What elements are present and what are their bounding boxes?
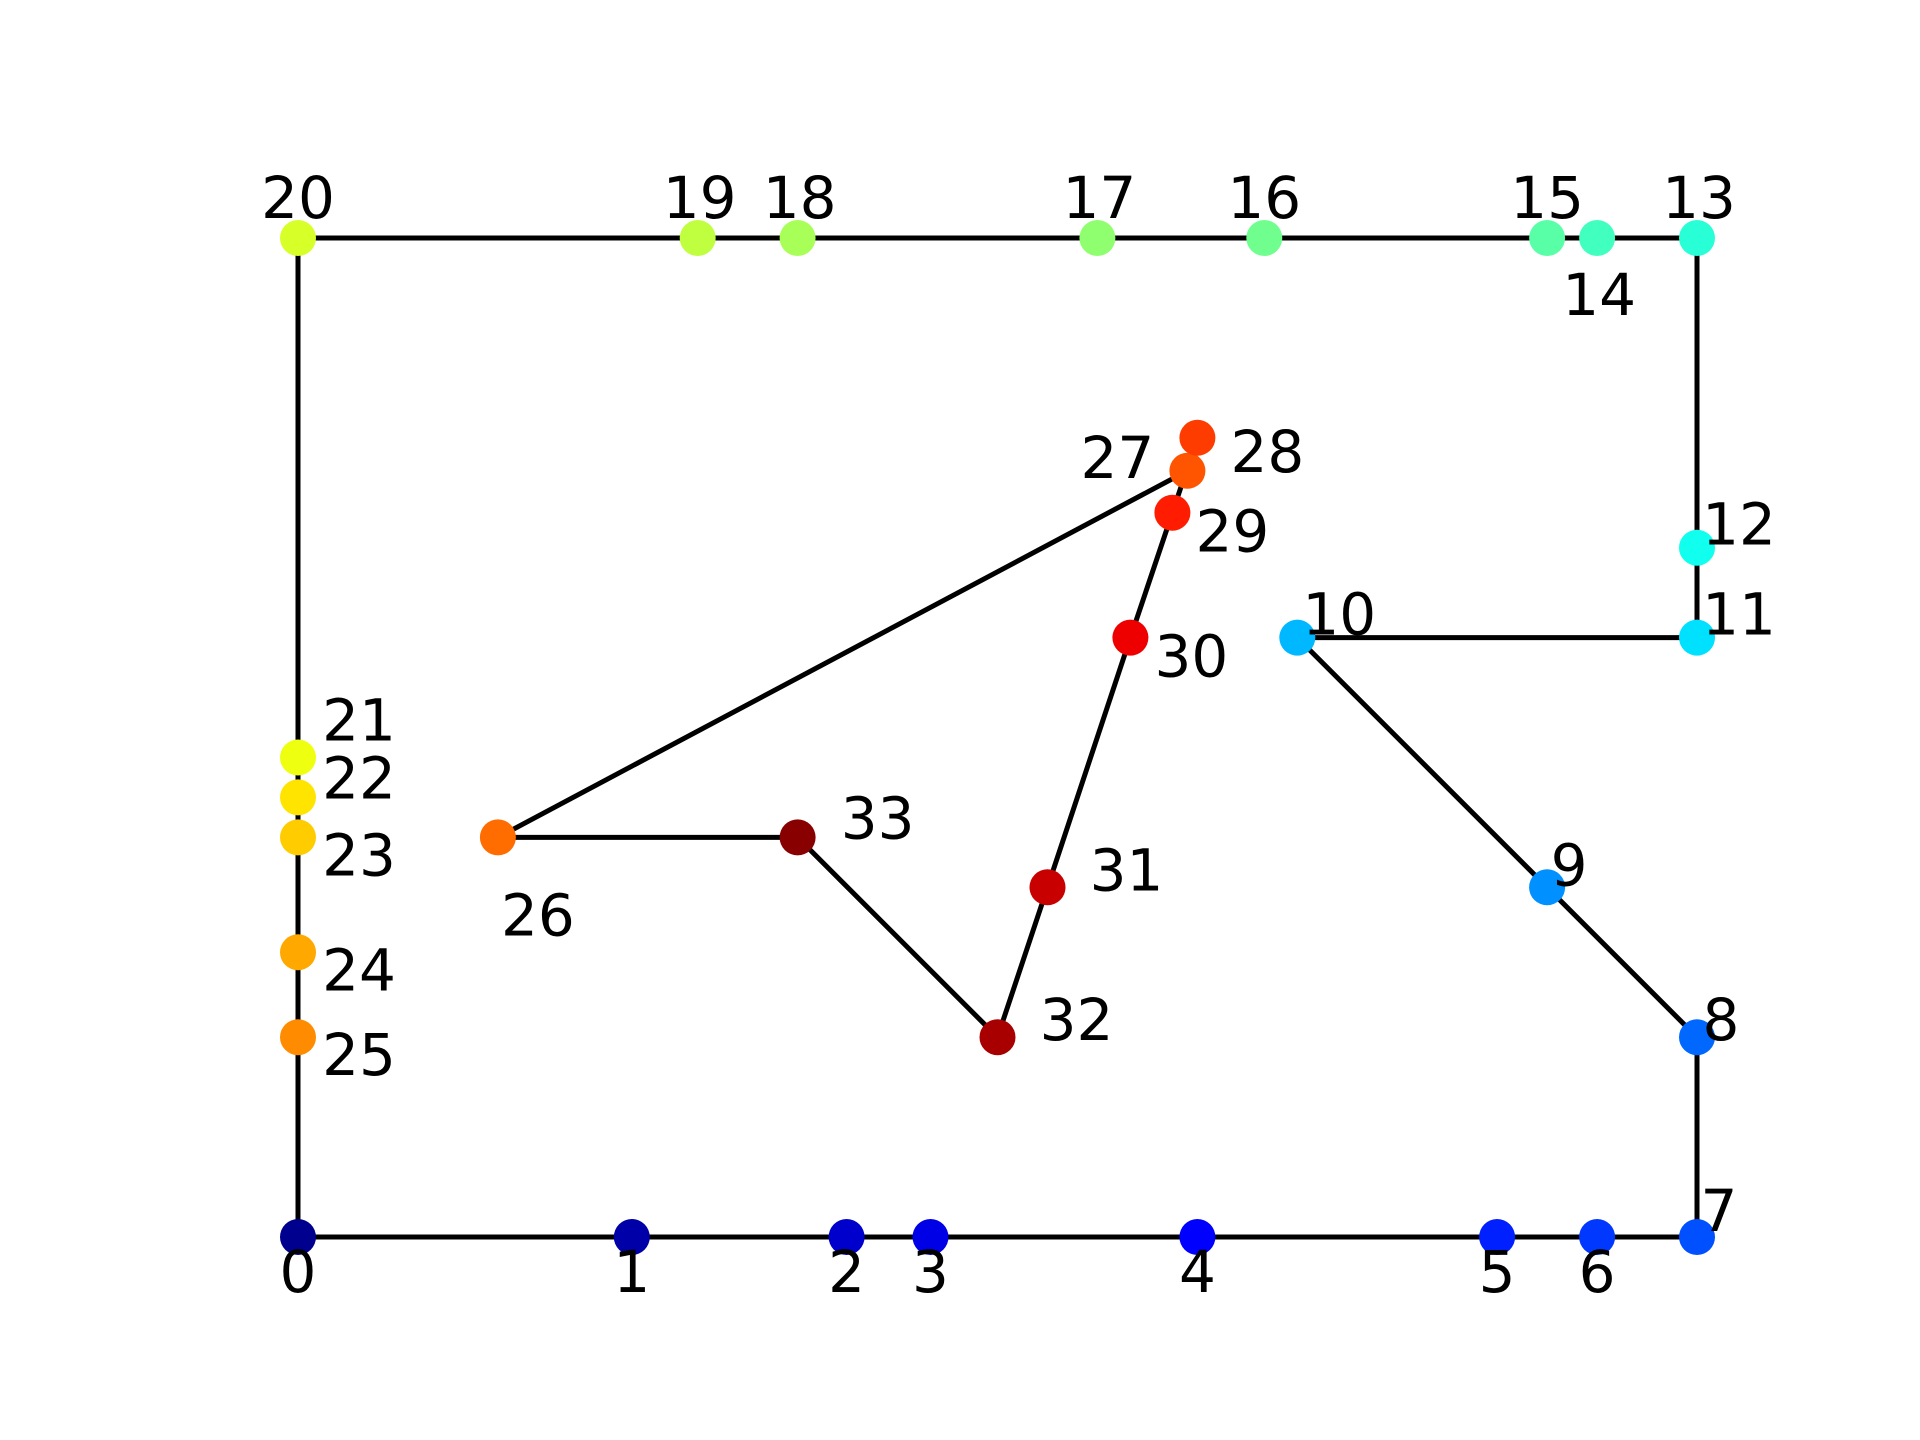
node-marker-25 [280,1019,316,1056]
node-marker-17 [1079,220,1116,256]
node-marker-27 [1169,452,1206,489]
node-label-21: 21 [322,687,396,755]
node-marker-10 [1279,619,1316,656]
node-marker-11 [1679,619,1715,656]
node-label-8: 8 [1703,986,1740,1054]
node-label-22: 22 [322,744,396,812]
node-label-12: 12 [1702,491,1776,559]
node-label-32: 32 [1040,986,1114,1054]
node-marker-26 [479,819,516,856]
node-marker-18 [779,220,816,256]
node-label-1: 1 [613,1238,650,1306]
node-marker-12 [1679,529,1715,566]
node-label-17: 17 [1062,164,1136,232]
node-marker-16 [1246,220,1283,256]
node-marker-8 [1679,1019,1715,1056]
node-marker-24 [280,934,316,971]
node-label-19: 19 [663,164,737,232]
node-label-26: 26 [501,881,575,949]
node-marker-33 [779,819,816,856]
node-marker-20 [280,220,316,256]
node-marker-2 [828,1219,865,1255]
node-marker-1 [613,1219,650,1255]
node-label-16: 16 [1227,164,1301,232]
node-marker-6 [1579,1219,1616,1255]
node-label-7: 7 [1701,1177,1738,1245]
node-label-0: 0 [280,1238,317,1306]
node-label-27: 27 [1080,424,1154,492]
node-marker-21 [280,739,316,776]
node-marker-30 [1112,619,1149,656]
node-marker-4 [1179,1219,1216,1255]
node-marker-14 [1579,220,1616,256]
node-label-2: 2 [828,1238,865,1306]
node-marker-3 [912,1219,949,1255]
node-label-14: 14 [1562,261,1636,329]
node-label-29: 29 [1195,498,1269,566]
node-label-28: 28 [1230,418,1304,486]
node-marker-32 [979,1019,1016,1056]
node-label-30: 30 [1154,623,1228,691]
node-marker-31 [1029,869,1066,906]
node-marker-9 [1529,869,1566,906]
node-label-18: 18 [763,164,837,232]
node-label-25: 25 [322,1021,396,1089]
node-label-24: 24 [322,936,396,1004]
node-markers [280,220,1715,1255]
node-marker-19 [679,220,716,256]
node-marker-15 [1529,220,1566,256]
node-marker-5 [1479,1219,1516,1255]
node-label-13: 13 [1662,164,1736,232]
node-label-11: 11 [1702,581,1776,649]
node-label-9: 9 [1551,831,1588,899]
node-marker-23 [280,819,316,856]
node-label-33: 33 [841,784,915,852]
node-marker-29 [1154,494,1191,531]
node-label-10: 10 [1302,581,1376,649]
node-label-31: 31 [1090,836,1164,904]
node-label-3: 3 [912,1238,949,1306]
node-marker-13 [1679,220,1715,256]
node-label-23: 23 [322,821,396,889]
node-label-5: 5 [1479,1238,1516,1306]
node-label-15: 15 [1510,164,1584,232]
node-label-6: 6 [1579,1238,1616,1306]
node-marker-28 [1179,419,1216,456]
node-label-20: 20 [261,164,335,232]
node-marker-7 [1679,1219,1715,1255]
node-label-4: 4 [1179,1238,1216,1306]
node-marker-0 [280,1219,316,1255]
node-marker-22 [280,779,316,816]
